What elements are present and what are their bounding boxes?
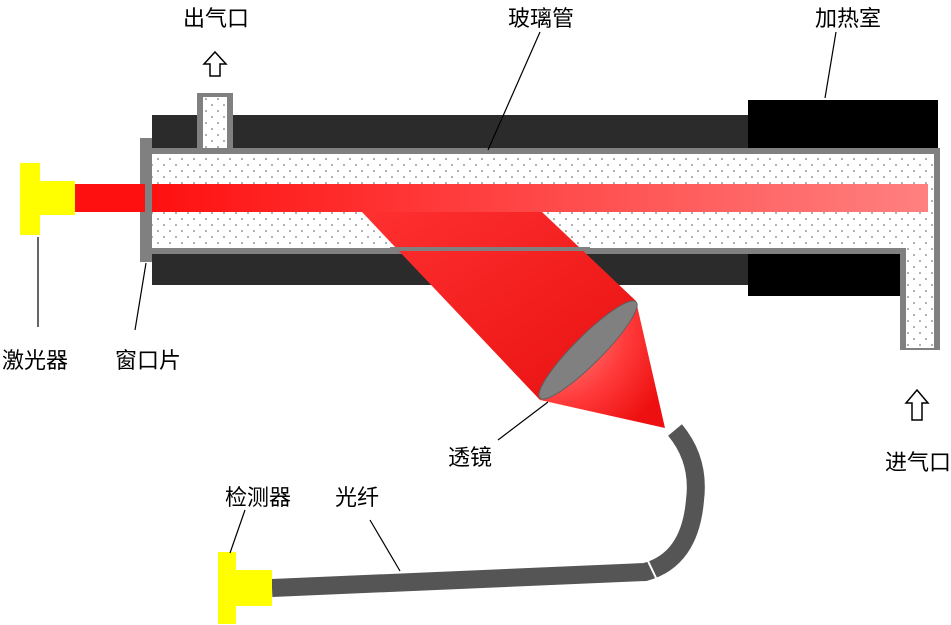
gas-inlet-arrow (904, 388, 930, 421)
detector (218, 552, 272, 624)
label-heating-chamber: 加热室 (815, 7, 881, 32)
lens (538, 300, 638, 400)
leader-lens (497, 401, 549, 441)
housing-top (152, 115, 752, 150)
leader-fiber (369, 519, 401, 572)
label-laser: 激光器 (2, 349, 68, 374)
label-glass-tube: 玻璃管 (508, 7, 574, 32)
label-lens: 透镜 (448, 446, 492, 471)
focused-cone (540, 301, 665, 428)
leader-heating-chamber (824, 31, 837, 99)
label-gas-inlet: 进气口 (885, 451, 951, 476)
laser-source (20, 163, 75, 235)
laser-beam-outside (75, 184, 145, 212)
window-plate (140, 138, 152, 262)
label-detector: 检测器 (225, 486, 291, 511)
tube-wall-inner-line (390, 247, 590, 251)
label-fiber: 光纤 (335, 486, 379, 511)
laser-beam (152, 184, 928, 212)
leader-window (134, 262, 147, 331)
label-gas-outlet: 出气口 (183, 7, 249, 32)
optical-fiber (271, 424, 705, 597)
gas-outlet-channel (203, 97, 227, 155)
gas-outlet-arrow (202, 50, 228, 77)
leader-detector (229, 509, 246, 554)
fiber-joint (645, 556, 658, 581)
leader-glass-tube (487, 31, 541, 151)
label-window: 窗口片 (115, 349, 181, 374)
